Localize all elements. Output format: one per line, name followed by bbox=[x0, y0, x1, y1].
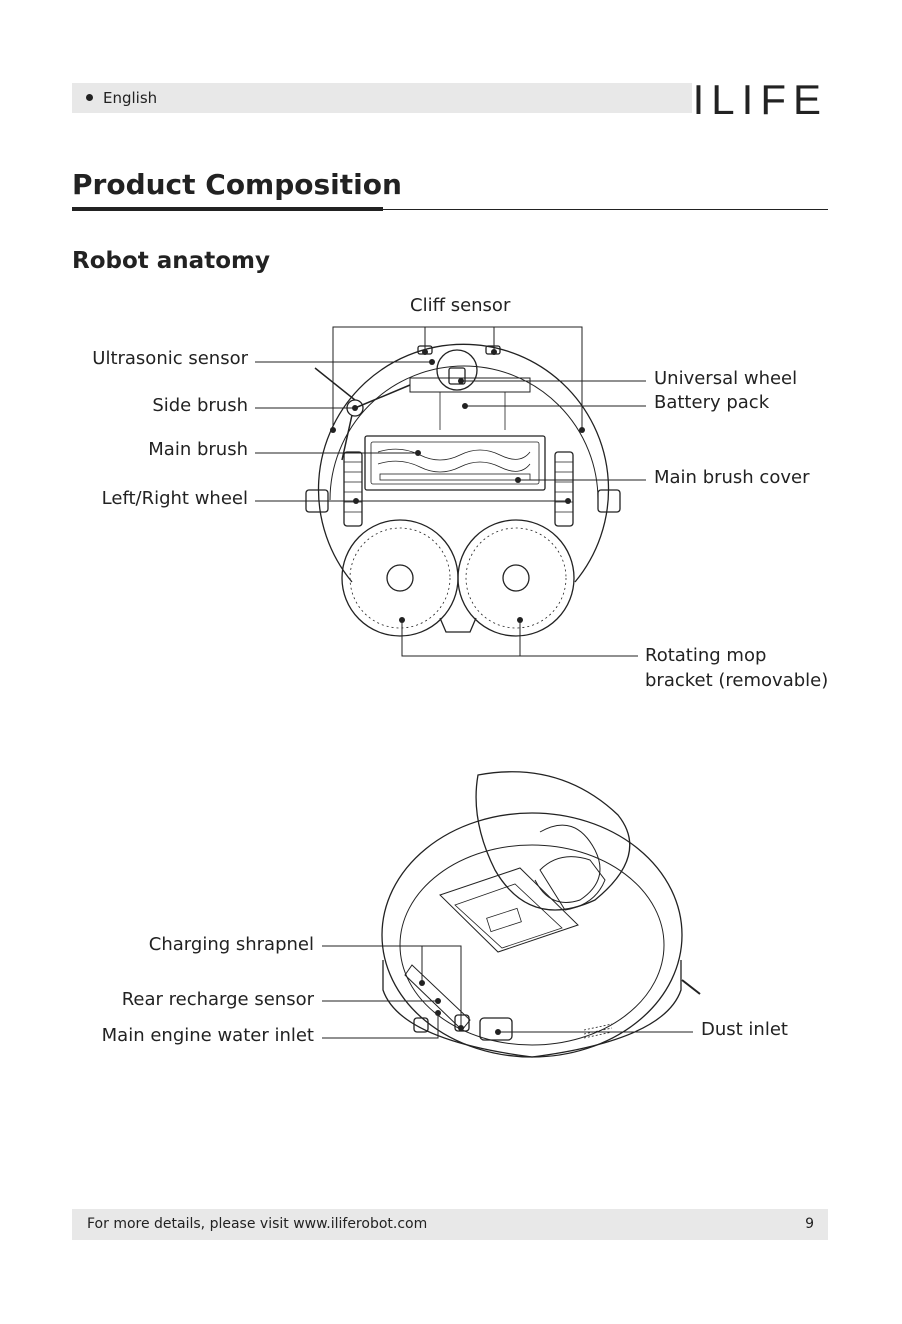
label-rotating-mop-line1: Rotating mop bbox=[645, 645, 767, 666]
label-rotating-mop-line2: bracket (removable) bbox=[645, 670, 829, 691]
label-main-brush-cover: Main brush cover bbox=[654, 467, 810, 488]
label-dust-inlet: Dust inlet bbox=[701, 1019, 788, 1040]
robot-top-illustration bbox=[381, 771, 701, 1058]
section-title: Product Composition bbox=[72, 168, 402, 201]
page-number: 9 bbox=[805, 1216, 814, 1232]
language-bar: English bbox=[72, 83, 692, 113]
language-label: English bbox=[103, 89, 158, 107]
label-charging-shrapnel: Charging shrapnel bbox=[148, 934, 314, 955]
label-ultrasonic-sensor: Ultrasonic sensor bbox=[92, 348, 248, 369]
label-left-right-wheel: Left/Right wheel bbox=[101, 488, 248, 509]
footer-bar: For more details, please visit www.ilife… bbox=[72, 1209, 828, 1240]
label-cliff-sensor: Cliff sensor bbox=[410, 295, 511, 316]
label-battery-pack: Battery pack bbox=[654, 392, 770, 413]
label-rear-recharge-sensor: Rear recharge sensor bbox=[121, 989, 314, 1010]
brand-logo: ILIFE bbox=[692, 76, 828, 123]
label-universal-wheel: Universal wheel bbox=[654, 368, 798, 389]
label-side-brush: Side brush bbox=[152, 395, 248, 416]
label-main-brush: Main brush bbox=[148, 439, 248, 460]
footer-text: For more details, please visit www.ilife… bbox=[87, 1216, 428, 1232]
section-rule bbox=[72, 209, 828, 210]
subsection-title: Robot anatomy bbox=[72, 248, 270, 274]
bullet-icon bbox=[86, 94, 93, 101]
robot-bottom-illustration bbox=[305, 343, 621, 637]
label-main-engine-water-inlet: Main engine water inlet bbox=[101, 1025, 314, 1046]
section-title-underline bbox=[72, 207, 383, 211]
